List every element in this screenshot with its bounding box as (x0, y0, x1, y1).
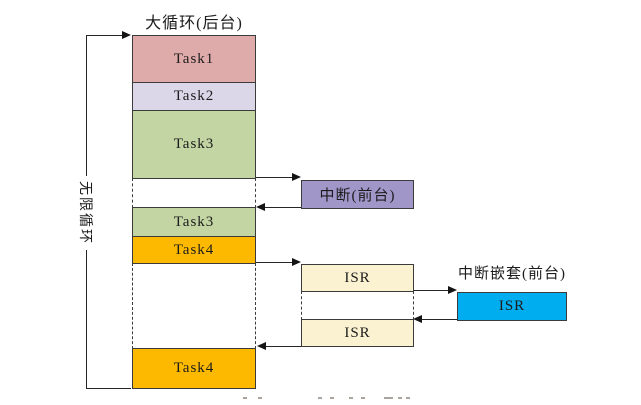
caption-fragment (349, 397, 353, 399)
task1-block: Task1 (132, 35, 256, 83)
infinite-loop-label: 无限循环 (75, 176, 97, 250)
isr-top-box: ISR (301, 264, 414, 292)
caption-fragment (398, 397, 402, 399)
interrupt-box: 中断(前台) (301, 180, 414, 209)
arrowhead-nested-return-icon (413, 315, 422, 323)
isr-suspend-dash-left (301, 291, 302, 320)
isr-bottom-label: ISR (344, 324, 371, 341)
loop-line-top (86, 35, 124, 36)
loop-line-bottom (86, 388, 131, 389)
arrowhead-isr-return-icon (257, 342, 266, 350)
preempted-gap-2 (132, 263, 256, 349)
arrowhead-task4-to-isr-icon (292, 258, 301, 266)
caption-fragment (384, 397, 393, 399)
task4-resume-label: Task4 (173, 360, 215, 376)
isr-top-label: ISR (344, 269, 371, 286)
isr-suspend-dash-right (413, 291, 414, 320)
nested-isr-label: ISR (498, 298, 526, 314)
nested-interrupt-title: 中断嵌套(前台) (458, 266, 566, 282)
arrow-isr-return (263, 346, 301, 347)
arrow-task3-to-interrupt (256, 177, 296, 178)
nested-isr-box: ISR (457, 292, 567, 321)
arrow-nested-return (420, 319, 457, 320)
caption-fragment (243, 397, 247, 399)
background-loop-title: 大循环(后台) (145, 15, 243, 32)
arrow-task4-to-isr (256, 262, 296, 263)
task4-label: Task4 (173, 241, 215, 258)
caption-fragment (330, 397, 334, 399)
task2-block: Task2 (132, 82, 256, 111)
preempted-gap-1 (132, 178, 256, 208)
interrupt-label: 中断(前台) (319, 188, 396, 204)
task3-resume-label: Task3 (173, 213, 215, 230)
caption-fragment (258, 397, 262, 399)
arrow-interrupt-return (262, 207, 301, 208)
task3-resume-block: Task3 (132, 207, 256, 237)
task4-block: Task4 (132, 236, 256, 264)
task3-block: Task3 (132, 110, 256, 179)
task4-resume-block: Task4 (132, 348, 256, 389)
task2-label: Task2 (173, 88, 215, 104)
arrowhead-interrupt-return-icon (256, 203, 265, 211)
loop-arrowhead-icon (122, 31, 131, 39)
caption-fragment (318, 397, 322, 399)
caption-fragment (406, 397, 410, 399)
task3-label: Task3 (173, 136, 215, 152)
arrowhead-task3-to-interrupt-icon (292, 173, 301, 181)
task1-label: Task1 (173, 50, 215, 67)
arrowhead-isr-to-nested-icon (448, 286, 457, 294)
caption-fragment (361, 397, 365, 399)
arrow-isr-to-nested (414, 290, 450, 291)
isr-bottom-box: ISR (301, 319, 414, 347)
